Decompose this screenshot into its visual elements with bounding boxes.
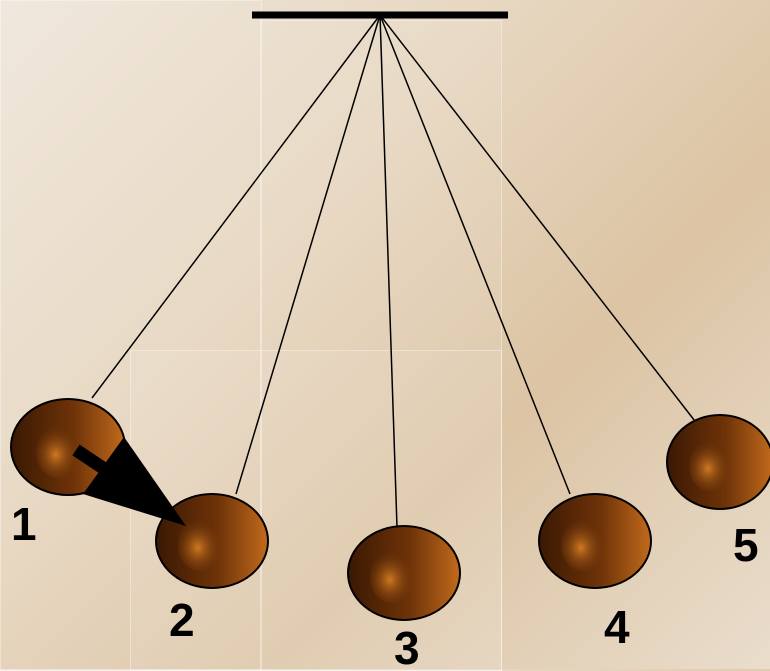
ball-2 — [155, 493, 269, 589]
ball-label-1: 1 — [11, 498, 37, 550]
string-3 — [379, 14, 398, 528]
ball-3 — [347, 525, 461, 621]
ball-5 — [666, 414, 770, 510]
ball-label-5: 5 — [733, 519, 759, 571]
ball-4 — [538, 493, 652, 589]
string-1 — [91, 14, 381, 399]
string-4 — [379, 14, 571, 495]
string-5 — [379, 14, 699, 426]
string-2 — [235, 14, 381, 495]
ball-label-3: 3 — [394, 622, 420, 669]
ball-label-2: 2 — [169, 594, 195, 646]
ball-label-4: 4 — [604, 601, 630, 653]
motion-arrow — [72, 437, 186, 526]
